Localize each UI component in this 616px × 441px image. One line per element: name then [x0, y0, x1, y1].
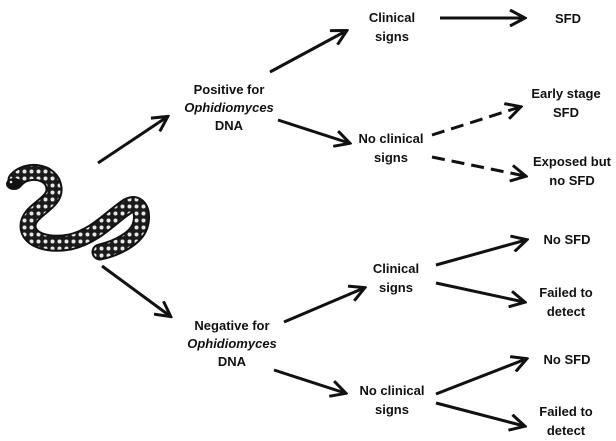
arrow-neg-clinical-to-no-sfd [435, 240, 526, 267]
node-positive-line2: Ophidiomyces [184, 100, 274, 115]
outcome-neg-clinical-no-sfd: No SFD [544, 232, 591, 247]
outcome-early-stage-line2: SFD [553, 105, 579, 120]
outcome-early-stage-line1: Early stage [531, 86, 600, 101]
node-negative-line3: DNA [218, 354, 247, 369]
outcome-neg-clinical-failed-line1: Failed to [539, 285, 593, 300]
node-negative-line2: Ophidiomyces [187, 336, 277, 351]
outcome-exposed-line2: no SFD [549, 173, 595, 188]
node-pos-clinical-line2: signs [375, 29, 409, 44]
node-neg-clinical-line2: signs [379, 280, 413, 295]
node-negative-clinical-signs: Clinical signs [373, 261, 419, 295]
outcome-exposed-line1: Exposed but [533, 154, 612, 169]
arrow-snake-to-negative [101, 264, 170, 316]
node-positive-line3: DNA [215, 118, 244, 133]
outcome-neg-clinical-failed-to-detect: Failed to detect [539, 285, 593, 319]
arrow-snake-to-positive [97, 117, 167, 165]
arrow-no-clinical-to-early-stage [431, 107, 520, 137]
arrow-neg-no-clinical-to-no-sfd [435, 359, 526, 396]
arrow-negative-to-clinical [283, 288, 364, 324]
outcome-sfd: SFD [555, 11, 581, 26]
snake-illustration-icon [6, 164, 150, 261]
node-positive-ophidiomyces: Positive for Ophidiomyces DNA [184, 82, 274, 133]
outcome-neg-no-clinical-failed-line1: Failed to [539, 404, 593, 419]
outcome-neg-no-clinical-no-sfd: No SFD [544, 352, 591, 367]
arrow-positive-to-clinical [269, 31, 346, 74]
outcome-early-stage-sfd: Early stage SFD [531, 86, 600, 120]
node-pos-no-clinical-line1: No clinical [358, 131, 423, 146]
node-negative-line1: Negative for [194, 318, 269, 333]
node-positive-clinical-signs: Clinical signs [369, 10, 415, 44]
node-pos-no-clinical-line2: signs [374, 150, 408, 165]
node-positive-line1: Positive for [194, 82, 265, 97]
node-positive-no-clinical-signs: No clinical signs [358, 131, 423, 165]
arrow-neg-clinical-to-failed [435, 281, 524, 302]
arrow-negative-to-no-clinical [273, 368, 345, 393]
outcome-neg-no-clinical-failed-to-detect: Failed to detect [539, 404, 593, 438]
node-neg-no-clinical-line1: No clinical [359, 383, 424, 398]
outcome-neg-no-clinical-failed-line2: detect [547, 423, 586, 438]
outcome-exposed-no-sfd: Exposed but no SFD [533, 154, 612, 188]
node-neg-no-clinical-line2: signs [375, 402, 409, 417]
outcome-neg-clinical-failed-line2: detect [547, 304, 586, 319]
node-neg-clinical-line1: Clinical [373, 261, 419, 276]
node-negative-ophidiomyces: Negative for Ophidiomyces DNA [187, 318, 277, 369]
arrow-positive-to-no-clinical [277, 118, 349, 143]
arrow-neg-no-clinical-to-failed [435, 401, 524, 426]
node-pos-clinical-line1: Clinical [369, 10, 415, 25]
arrow-no-clinical-to-exposed [431, 155, 525, 176]
node-negative-no-clinical-signs: No clinical signs [359, 383, 424, 417]
